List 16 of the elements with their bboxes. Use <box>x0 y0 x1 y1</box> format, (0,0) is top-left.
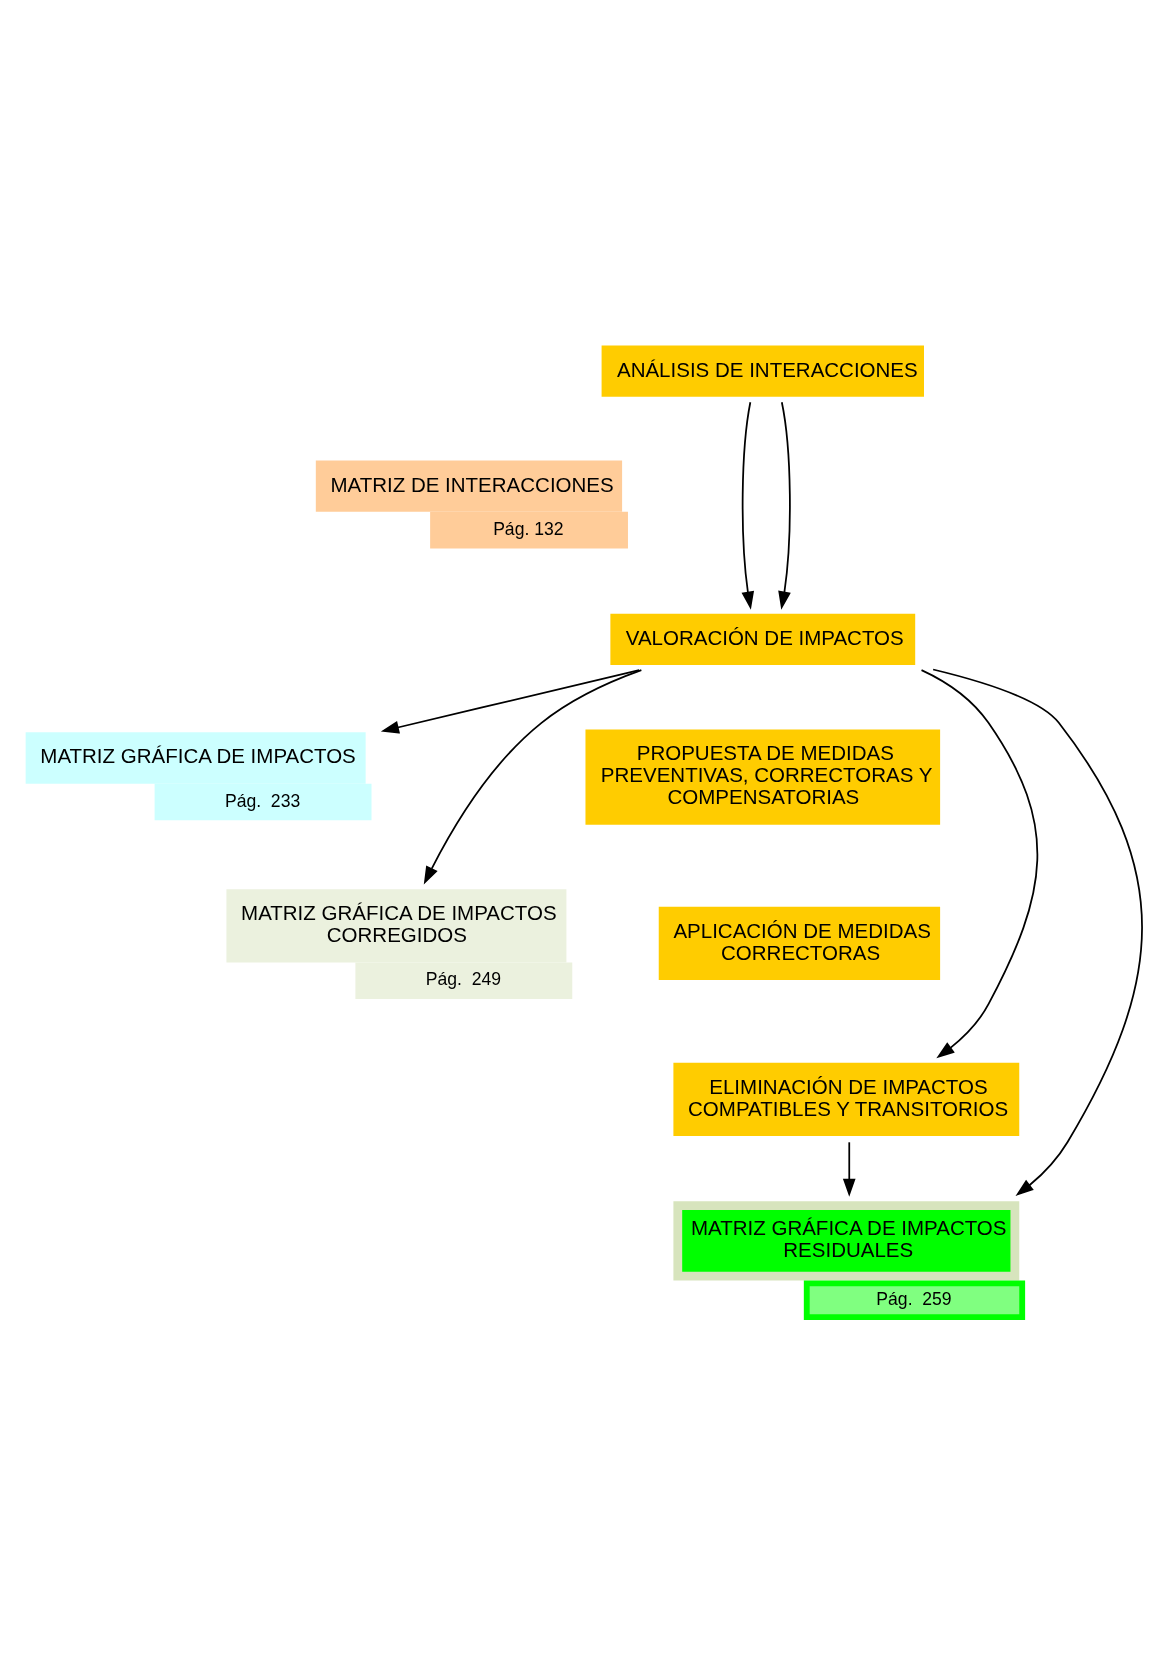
arrow <box>778 401 791 610</box>
node-label: Pág. 233 <box>224 790 301 811</box>
arrow <box>842 1141 856 1197</box>
node-label: Pág. 249 <box>425 969 501 990</box>
arrow <box>423 669 643 885</box>
arrow <box>741 401 755 610</box>
node-box: ELIMINACIÓN DE IMPACTOS COMPATIBLES Y TRANSITORIOS <box>673 1062 1020 1137</box>
node-label: Pág. 259 <box>876 1288 952 1309</box>
node-box: VALORACIÓN DE IMPACTOS <box>610 613 916 665</box>
arrow <box>920 669 1039 1059</box>
node-box: PROPUESTA DE MEDIDAS PREVENTIVAS, CORRECTORAS Y COMPENSATORIAS <box>585 729 941 825</box>
arrow <box>932 668 1143 1197</box>
node-box: APLICACIÓN DE MEDIDAS CORRECTORAS <box>658 906 941 980</box>
arrow <box>380 669 641 734</box>
node-label: Pág. 132 <box>493 518 564 539</box>
node-box: ANÁLISIS DE INTERACCIONES <box>601 345 924 397</box>
